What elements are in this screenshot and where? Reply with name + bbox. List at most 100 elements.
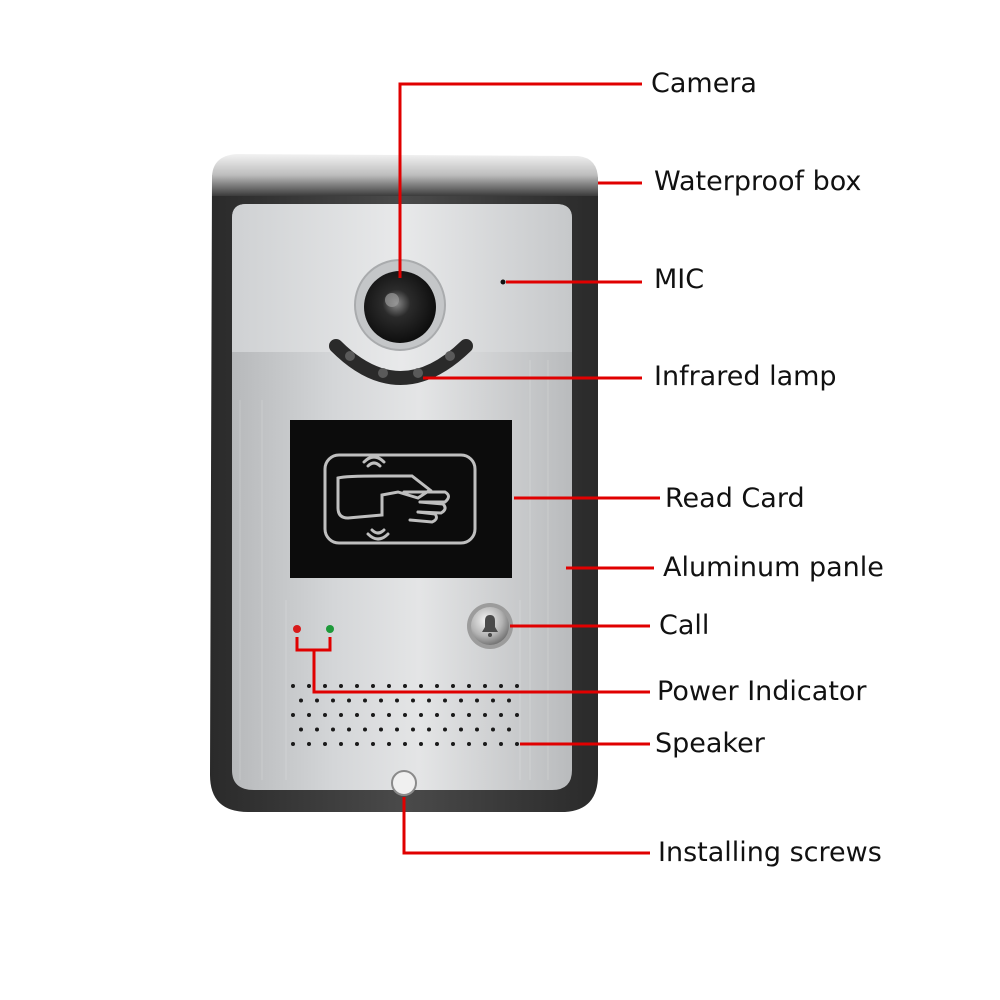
speaker-hole [443,727,447,732]
callout-installing-screws: Installing screws [658,837,882,868]
speaker-hole [307,684,311,688]
speaker-hole [339,684,343,688]
speaker-hole [475,698,479,703]
speaker-hole [491,698,495,703]
speaker-hole [331,727,335,732]
speaker-hole [291,684,295,688]
speaker-hole [387,742,391,746]
speaker-hole [371,684,375,688]
speaker-hole [499,742,503,746]
callout-speaker: Speaker [655,728,765,759]
brushed-texture [239,360,549,780]
speaker-hole [355,742,359,746]
speaker-hole [323,713,327,717]
leader-lines [295,82,660,855]
speaker-hole [323,684,327,688]
speaker-hole [499,684,503,688]
speaker-hole [299,698,303,703]
infrared-led [345,351,355,361]
bell-icon [482,615,498,637]
speaker-hole [443,698,447,703]
leader-installing-screws [402,797,650,855]
callout-camera: Camera [651,68,757,99]
speaker-hole [483,713,487,717]
speaker-hole [403,742,407,746]
speaker-hole [435,713,439,717]
speaker-hole [355,684,359,688]
speaker-hole [499,713,503,717]
speaker-hole [515,742,519,746]
callout-read-card: Read Card [665,483,805,514]
speaker-hole [323,742,327,746]
speaker-hole [347,698,351,703]
speaker-hole [427,698,431,703]
camera-lens-glint [385,293,399,307]
speaker-hole [467,742,471,746]
speaker-hole [507,698,511,703]
speaker-hole [395,727,399,732]
speaker-hole [483,684,487,688]
speaker-hole [403,713,407,717]
callout-infrared-lamp: Infrared lamp [654,361,837,392]
speaker-hole [387,713,391,717]
speaker-hole [371,742,375,746]
infrared-led [445,351,455,361]
speaker-hole [427,727,431,732]
speaker-hole [363,698,367,703]
speaker-hole [347,727,351,732]
speaker-hole [467,713,471,717]
speaker-hole [387,684,391,688]
speaker-hole [515,713,519,717]
leader-power-indicator-stem [312,650,650,694]
speaker-hole [419,713,423,717]
speaker-hole [291,742,295,746]
speaker-hole [307,742,311,746]
speaker-hole [299,727,303,732]
speaker-hole [411,727,415,732]
camera-lens [364,271,436,343]
speaker-hole [403,684,407,688]
speaker-hole [315,727,319,732]
speaker-hole [355,713,359,717]
speaker-hole [435,742,439,746]
speaker-hole [483,742,487,746]
speaker-hole [451,713,455,717]
callout-power-indicator: Power Indicator [657,676,867,707]
installing-screw [391,770,417,796]
speaker-hole [491,727,495,732]
speaker-hole [371,713,375,717]
card-reader-window [290,420,512,578]
speaker-hole [395,698,399,703]
speaker-hole [459,727,463,732]
callout-call: Call [659,610,710,641]
speaker-hole [419,684,423,688]
leader-camera [398,82,642,278]
power-led-red [293,625,301,633]
speaker-hole [459,698,463,703]
callout-aluminum-panel: Aluminum panle [663,552,884,583]
speaker-hole [475,727,479,732]
speaker-grille [291,684,519,746]
speaker-hole [507,727,511,732]
speaker-hole [451,742,455,746]
card-reader-icon [323,453,477,545]
speaker-hole [339,713,343,717]
speaker-hole [307,713,311,717]
speaker-hole [315,698,319,703]
infrared-led [378,368,388,378]
speaker-hole [291,713,295,717]
speaker-hole [363,727,367,732]
speaker-hole [515,684,519,688]
waterproof-box-hood [212,154,598,196]
speaker-hole [419,742,423,746]
speaker-hole [451,684,455,688]
infrared-led [413,368,423,378]
callout-waterproof-box: Waterproof box [654,166,862,197]
power-led-green [326,625,334,633]
mic-hole [500,279,506,285]
speaker-hole [331,698,335,703]
speaker-hole [411,698,415,703]
speaker-hole [467,684,471,688]
